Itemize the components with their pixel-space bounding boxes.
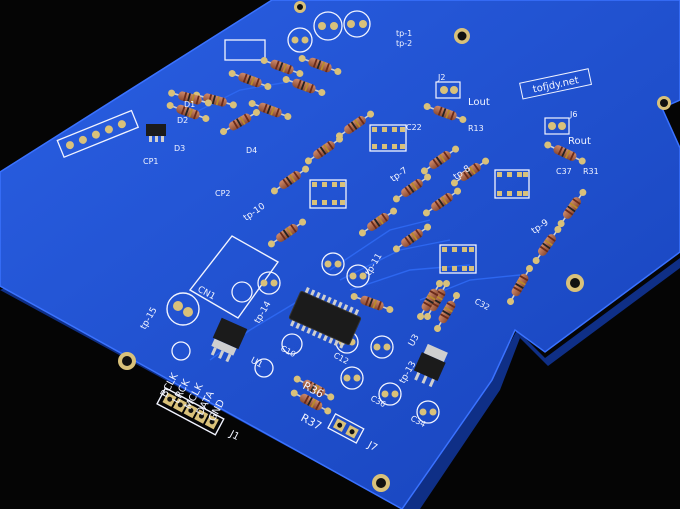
- j1-pin-labels: BCLK LRCK MCLK DATA GND: [159, 371, 228, 423]
- resistor: [290, 389, 332, 415]
- label-lout: Lout: [468, 97, 490, 108]
- resistor: [450, 157, 490, 187]
- label-j1: J1: [227, 428, 241, 443]
- resistor: [166, 102, 210, 122]
- dac-ic: [288, 287, 362, 349]
- label-cp1: CP1: [143, 157, 159, 166]
- cap-footprints: [171, 10, 440, 424]
- ic-socket-pads: [312, 127, 528, 271]
- resistor: [392, 173, 432, 203]
- resistor: [228, 70, 272, 90]
- resistor: [358, 207, 398, 237]
- resistor: [220, 109, 260, 135]
- label-c22: C22: [406, 123, 422, 132]
- resistor: [267, 218, 307, 248]
- ic-sockets: [224, 39, 530, 274]
- resistor: [260, 57, 304, 77]
- label-r13: R13: [468, 124, 484, 133]
- mounting-hole: [372, 474, 390, 492]
- resistor: [434, 292, 460, 332]
- mounting-holes: [118, 1, 671, 492]
- power-header: [56, 109, 140, 159]
- resistor: [304, 135, 344, 165]
- regulator-u3: [413, 343, 448, 388]
- label-rout: Rout: [568, 136, 591, 147]
- header-j7: [327, 413, 365, 444]
- resistor: [293, 375, 335, 401]
- regulator-u1: [210, 317, 248, 363]
- label-cp2: CP2: [215, 189, 231, 198]
- board-edge-right: [402, 330, 520, 509]
- label-tp2: tp-2: [396, 39, 412, 48]
- label-j2: J2: [437, 73, 445, 82]
- resistor: [298, 55, 342, 75]
- label-d4: D4: [246, 146, 257, 155]
- label-d3: D3: [174, 144, 185, 153]
- mounting-hole: [118, 352, 136, 370]
- label-tp1: tp-1: [396, 29, 412, 38]
- resistor: [507, 265, 533, 305]
- mounting-hole: [454, 28, 470, 44]
- label-d2: D2: [177, 116, 188, 125]
- resistor: [544, 141, 586, 165]
- resistor: [422, 187, 462, 217]
- label-d1: D1: [184, 100, 195, 109]
- resistor: [270, 165, 310, 195]
- label-r31: R31: [583, 167, 599, 176]
- header-j2: [435, 81, 461, 99]
- label-j6: J6: [569, 110, 577, 119]
- header-j1: [156, 386, 225, 436]
- mounting-hole: [566, 274, 584, 292]
- header-j6: [544, 117, 570, 135]
- transistor-q1: [146, 124, 166, 142]
- resistor: [423, 103, 467, 123]
- resistor: [532, 225, 562, 265]
- mounting-hole: [657, 96, 671, 110]
- capacitor-cn1: [166, 235, 280, 326]
- resistor-group: [166, 55, 587, 415]
- mounting-hole: [294, 1, 306, 13]
- resistor: [350, 293, 394, 313]
- label-j7: J7: [365, 439, 379, 454]
- resistor: [392, 223, 432, 253]
- resistor: [168, 89, 212, 107]
- resistor: [557, 188, 587, 228]
- resistor: [420, 145, 460, 175]
- resistor: [417, 280, 443, 320]
- resistor: [282, 76, 326, 96]
- resistor: [248, 100, 292, 120]
- label-c37: C37: [556, 167, 572, 176]
